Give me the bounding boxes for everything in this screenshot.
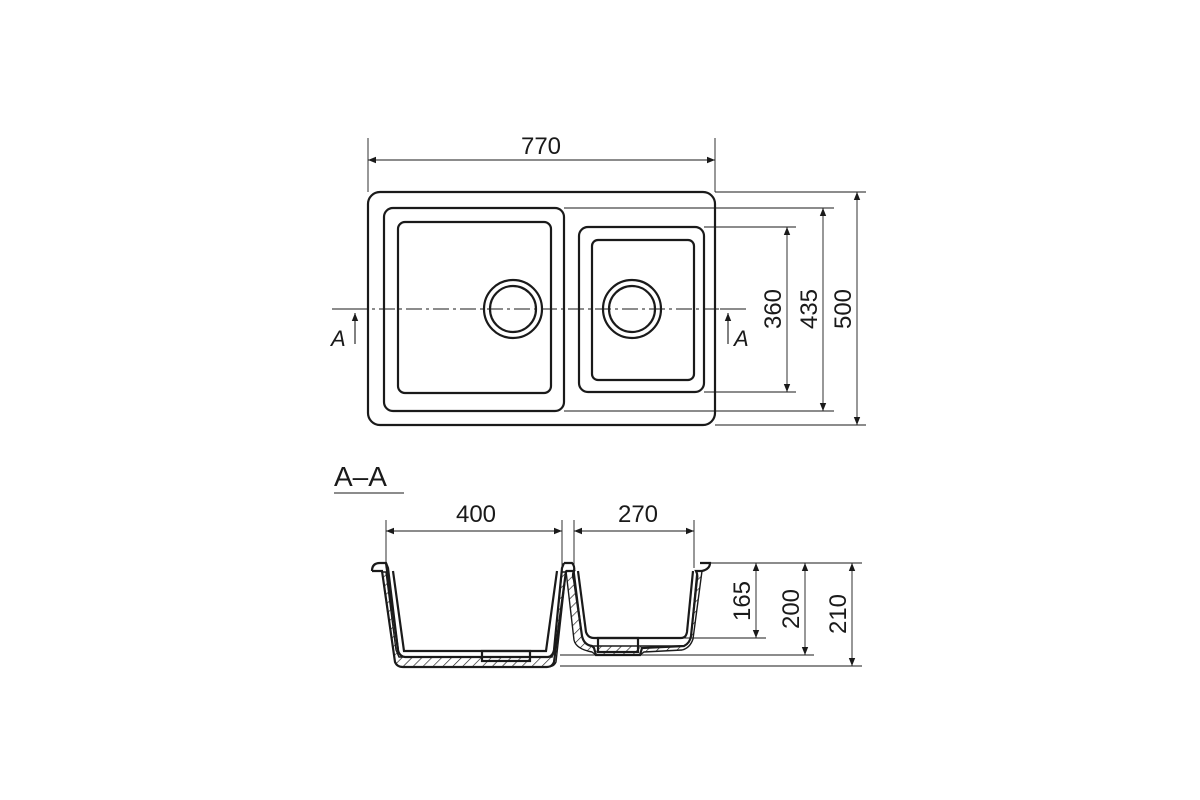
top-view: A A 770 360 435 <box>329 133 866 427</box>
dim-770-label: 770 <box>521 133 561 160</box>
large-drain-section <box>480 649 532 663</box>
small-bowl-section-outer <box>566 569 702 657</box>
section-marker-left: A <box>329 308 364 351</box>
dim-270-label: 270 <box>618 501 658 528</box>
dim-overall-depth: 500 <box>830 192 861 425</box>
section-view: A–A 400 270 <box>334 461 862 669</box>
small-bowl-inner <box>590 238 696 382</box>
section-marker-left-label: A <box>329 326 346 351</box>
large-bowl-inner <box>396 220 553 395</box>
dim-small-bowl-depth: 165 <box>729 563 760 638</box>
large-bowl-outline <box>382 206 566 413</box>
dim-bowl-depth-section: 200 <box>778 563 809 655</box>
dim-165-label: 165 <box>729 581 756 621</box>
dim-360-label: 360 <box>760 289 787 329</box>
dim-small-bowl-width: 270 <box>573 501 695 568</box>
dim-200-label: 200 <box>778 589 805 629</box>
section-marker-right-label: A <box>732 326 749 351</box>
large-bowl-section-outer <box>372 569 568 669</box>
dim-overall-height: 210 <box>825 563 856 666</box>
dim-400-label: 400 <box>456 501 496 528</box>
dim-overall-width: 770 <box>367 133 716 192</box>
large-bowl-section-wall <box>370 561 566 659</box>
dim-435-label: 435 <box>796 289 823 329</box>
small-drain-section <box>596 636 640 654</box>
sink-outer-rim <box>366 190 717 427</box>
dim-210-label: 210 <box>825 594 852 634</box>
section-title: A–A <box>334 461 387 492</box>
dim-large-bowl-width: 400 <box>385 501 563 568</box>
dim-500-label: 500 <box>830 289 857 329</box>
section-marker-right: A <box>720 308 749 351</box>
dim-inner-height: 360 <box>760 227 791 392</box>
dim-bowl-depth: 435 <box>796 208 827 411</box>
small-bowl-outline <box>577 225 706 394</box>
